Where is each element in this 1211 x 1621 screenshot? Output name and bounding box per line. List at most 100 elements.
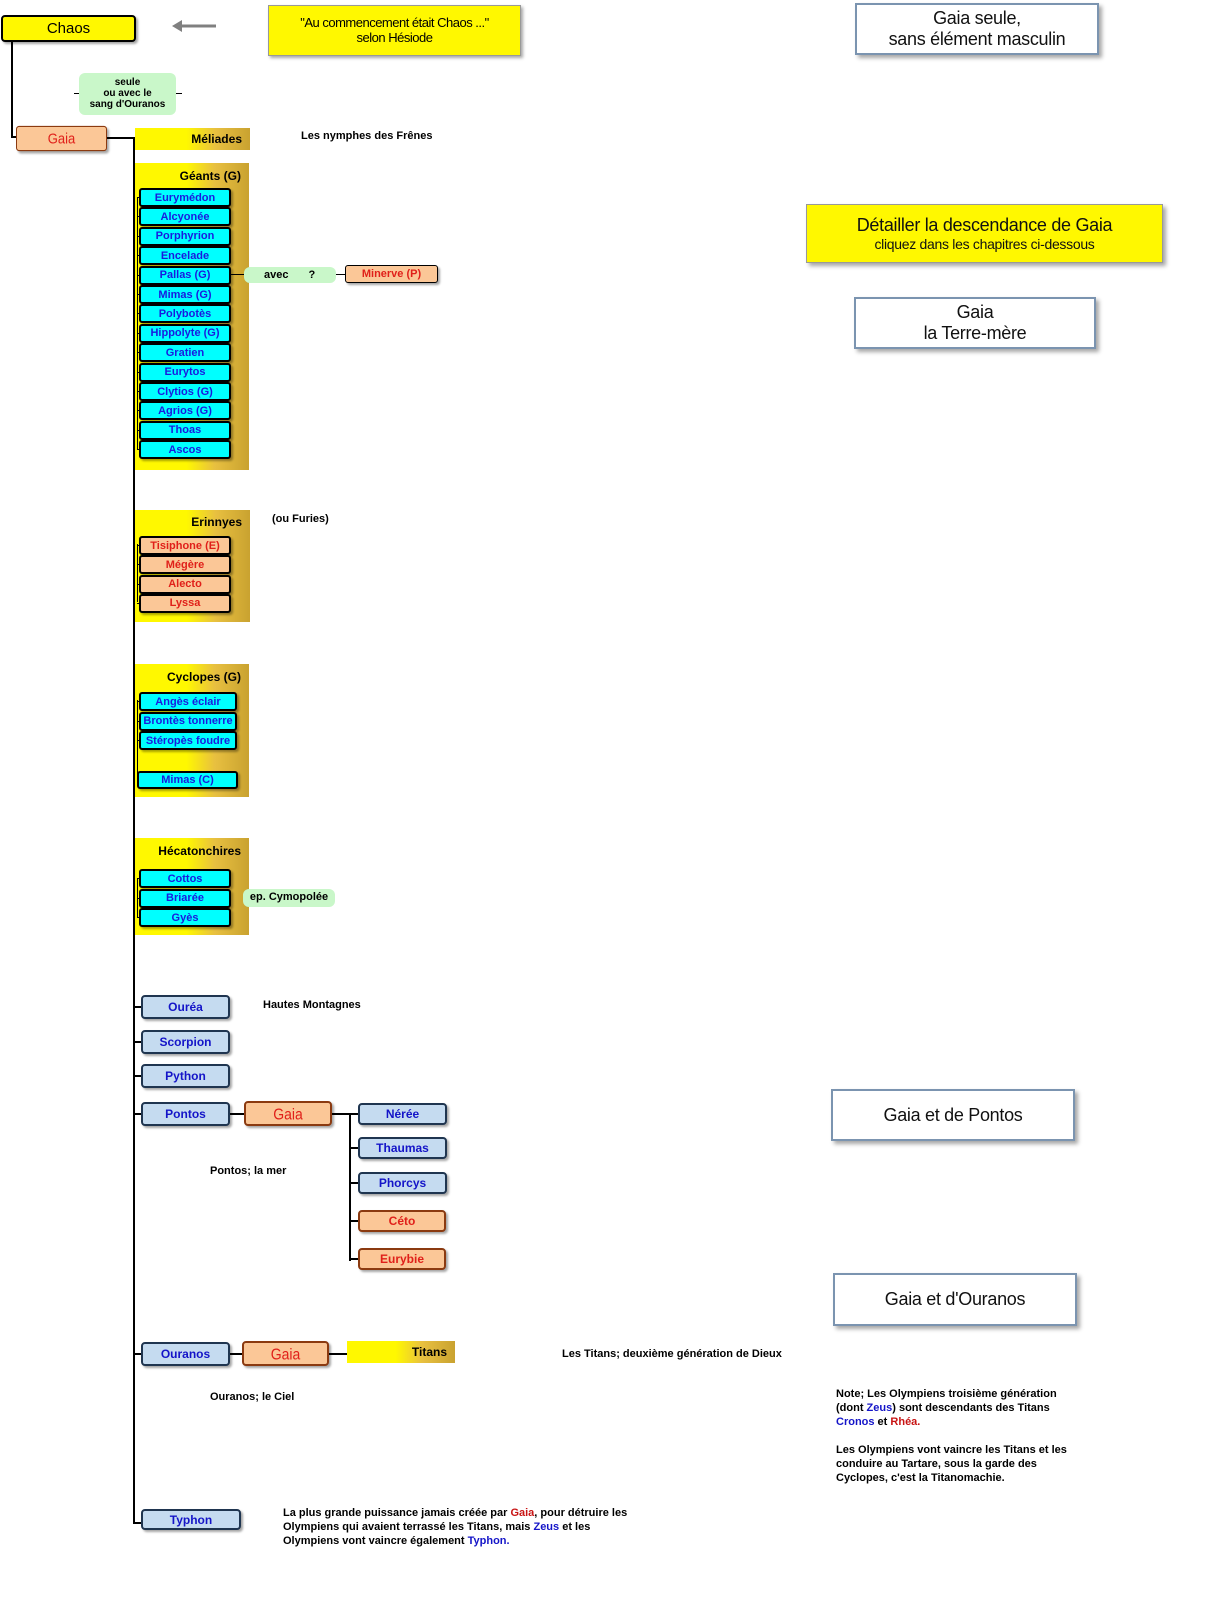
cyclope-member-box[interactable]: Stéropès foudre [139,731,237,750]
pontos-child-label: Phorcys [378,1176,427,1190]
geant-member-box[interactable]: Gratien [139,343,231,363]
geant-member-label: Pallas (G) [159,269,211,282]
geant-member-box[interactable]: Eurymédon [139,188,231,207]
geant-member-box[interactable]: Hippolyte (G) [139,323,231,343]
cymopolee-note: ep. Cymopolée [243,889,335,907]
hecatonchire-member-box[interactable]: Cottos [139,869,231,888]
geant-member-box[interactable]: Mimas (G) [139,285,231,304]
hecatonchire-member-label: Cottos [167,872,203,885]
geant-member-box[interactable]: Agrios (G) [139,401,231,421]
ourea-box[interactable]: Ouréa [141,995,230,1019]
ouranos-gaia-box[interactable]: Gaia [242,1341,329,1366]
geant-member-tick [137,391,139,392]
link-gaia-pontos[interactable]: Gaia et de Pontos [831,1089,1075,1141]
geant-member-label: Thoas [168,424,202,437]
erinnye-member-label: Tisiphone (E) [150,539,220,552]
minerve-box[interactable]: Minerve (P) [345,265,438,283]
python-connector [133,1075,141,1077]
pontos-label: Pontos [165,1107,206,1121]
erinnye-member-label: Lyssa [169,597,201,610]
pontos-child-box[interactable]: Eurybie [358,1248,446,1270]
hecatonchires-title: Hécatonchires [158,844,241,858]
typhon-d-a: La plus grande puissance jamais créée pa… [283,1507,511,1519]
geant-member-box[interactable]: Ascos [139,440,231,460]
cyclope-member-box[interactable]: Angès éclair [139,692,237,711]
geant-member-box[interactable]: Pallas (G) [139,265,231,285]
geant-member-box[interactable]: Porphyrion [139,226,231,246]
link-pontos-label: Gaia et de Pontos [883,1104,1023,1125]
meliades-group: Méliades [135,128,250,150]
link-detail-descendance[interactable]: Détailler la descendance de Gaia cliquez… [806,204,1163,263]
ouranos-titans-connector [329,1353,347,1355]
geant-member-box[interactable]: Polybotès [139,304,231,324]
note-rhea: Rhéa. [890,1416,921,1428]
titans-desc: Les Titans; deuxième génération de Dieux [562,1348,782,1360]
pontos-child-box[interactable]: Céto [358,1210,446,1232]
seule-note-line3: sang d'Ouranos [89,99,166,110]
note-p1-b: ) sont descendants des Titans [892,1402,1050,1414]
geant-member-box[interactable]: Clytios (G) [139,382,231,401]
pontos-box[interactable]: Pontos [141,1102,230,1126]
erinnye-member-box[interactable]: Alecto [139,574,231,594]
link-terre-mere[interactable]: Gaia la Terre-mère [854,297,1096,349]
geant-member-box[interactable]: Eurytos [139,362,231,382]
geant-member-box[interactable]: Thoas [139,420,231,440]
pontos-gaia-connector [230,1113,244,1115]
gaia-root-box[interactable]: Gaia [16,125,107,152]
hecatonchire-member-tick [137,878,139,879]
ouranos-label: Ouranos [160,1347,211,1361]
ouranos-connector [133,1353,141,1355]
olympiens-note-p1: Note; Les Olympiens troisième génération… [836,1387,1081,1429]
hecatonchire-member-box[interactable]: Briarée [139,888,231,908]
python-box[interactable]: Python [141,1064,230,1088]
geant-member-label: Porphyrion [155,230,215,243]
terre-mere-line2: la Terre-mère [923,323,1027,343]
cyclope-member-label: Stéropès foudre [145,734,231,747]
geant-member-label: Gratien [165,346,205,359]
quote-line1: "Au commencement était Chaos ..." [300,15,489,30]
geant-member-box[interactable]: Alcyonée [139,207,231,227]
erinnye-member-box[interactable]: Mégère [139,555,231,575]
hecatonchire-member-box[interactable]: Gyès [139,908,231,927]
erinnye-member-tick [137,545,139,546]
geant-member-label: Polybotès [158,307,212,320]
pontos-children-trunk [349,1113,351,1261]
scorpion-connector [133,1041,141,1043]
quote-line2: selon Hésiode [356,30,433,45]
pontos-children-connector [332,1113,350,1115]
detail-line2: cliquez dans les chapitres ci-dessous [874,236,1095,252]
typhon-box[interactable]: Typhon [141,1509,241,1530]
geant-member-tick [137,332,139,334]
typhon-d-typhon: Typhon. [467,1535,510,1547]
geant-member-label: Ascos [168,443,202,456]
pontos-gaia-box[interactable]: Gaia [244,1101,332,1126]
erinnye-member-box[interactable]: Tisiphone (E) [139,536,231,555]
mimas-c-box[interactable]: Mimas (C) [137,771,238,789]
typhon-connector [133,1522,141,1524]
ouranos-desc: Ouranos; le Ciel [210,1391,295,1403]
gaia-root-connector [107,137,135,139]
typhon-d-zeus: Zeus [533,1521,560,1533]
geant-member-label: Eurymédon [154,191,216,204]
cymopolee-label: ep. Cymopolée [249,891,329,903]
pontos-child-box[interactable]: Phorcys [358,1172,447,1194]
meliades-desc: Les nymphes des Frênes [301,130,433,142]
hecatonchire-member-label: Briarée [166,892,204,904]
pontos-child-box[interactable]: Thaumas [358,1137,447,1159]
cyclope-member-box[interactable]: Brontès tonnerre [139,711,237,731]
link-gaia-ouranos[interactable]: Gaia et d'Ouranos [833,1273,1077,1326]
ouranos-box[interactable]: Ouranos [141,1342,230,1366]
pontos-child-box[interactable]: Nérée [358,1103,447,1125]
geant-member-box[interactable]: Encelade [139,246,231,266]
typhon-d-c: et les Olympiens vont vaincre également [283,1521,591,1547]
geant-member-label: Hippolyte (G) [150,327,220,340]
erinnye-member-box[interactable]: Lyssa [139,593,231,613]
ourea-label: Ouréa [168,1000,203,1014]
geant-member-tick [137,449,139,451]
typhon-desc: La plus grande puissance jamais créée pa… [283,1506,638,1548]
cyclope-member-label: Brontès tonnerre [143,715,233,727]
link-gaia-seule[interactable]: Gaia seule, sans élément masculin [855,3,1099,55]
scorpion-box[interactable]: Scorpion [141,1030,230,1054]
geant-member-tick [137,429,139,431]
geant-member-tick [137,410,139,412]
